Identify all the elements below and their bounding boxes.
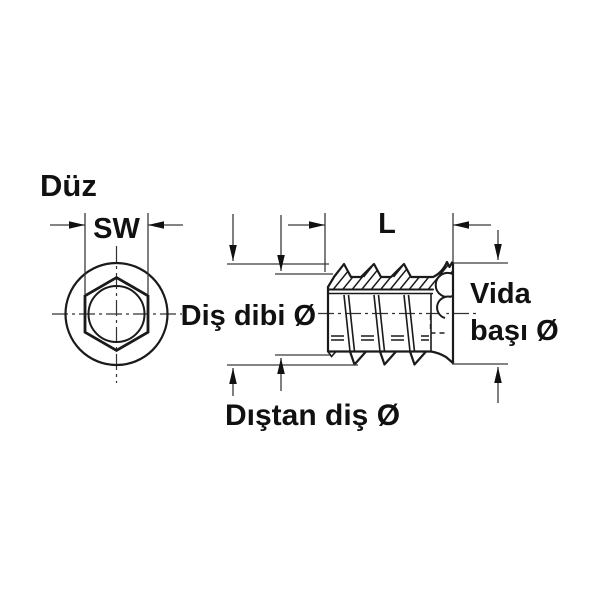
thread-flights bbox=[343, 294, 416, 352]
far-thread-marks bbox=[331, 335, 429, 341]
hidden-socket-outline bbox=[429, 315, 448, 334]
inner-thread-circle bbox=[87, 285, 146, 343]
head-scallop-upper bbox=[434, 272, 453, 298]
thread-crest-outline bbox=[326, 260, 455, 289]
l-label: L bbox=[378, 208, 396, 240]
crest-inner-edges bbox=[332, 265, 403, 278]
head-diameter-dimension: Vida başı Ø bbox=[452, 230, 559, 403]
root-diameter-label: Diş dibi Ø bbox=[181, 300, 316, 332]
external-thread-label: Dıştan diş Ø bbox=[225, 399, 400, 432]
sw-dimension: SW bbox=[50, 213, 183, 294]
bottom-thread-teeth bbox=[348, 350, 428, 366]
front-view bbox=[52, 246, 182, 383]
head-scallop-lower bbox=[436, 295, 452, 319]
external-thread-dimension: Dıştan diş Ø bbox=[225, 214, 400, 432]
head-diameter-label-line1: Vida bbox=[470, 278, 532, 310]
head-diameter-label-line2: başı Ø bbox=[470, 315, 559, 347]
drawing-title: Düz bbox=[40, 168, 97, 203]
side-view bbox=[318, 260, 480, 366]
left-bottom-notch bbox=[327, 350, 337, 358]
hex-socket bbox=[83, 275, 150, 353]
outer-body-circle bbox=[64, 261, 169, 367]
head-bottom-edge bbox=[429, 350, 455, 365]
root-diameter-dimension: Diş dibi Ø bbox=[181, 215, 333, 391]
length-dimension: L bbox=[288, 208, 491, 272]
sw-label: SW bbox=[93, 213, 140, 245]
